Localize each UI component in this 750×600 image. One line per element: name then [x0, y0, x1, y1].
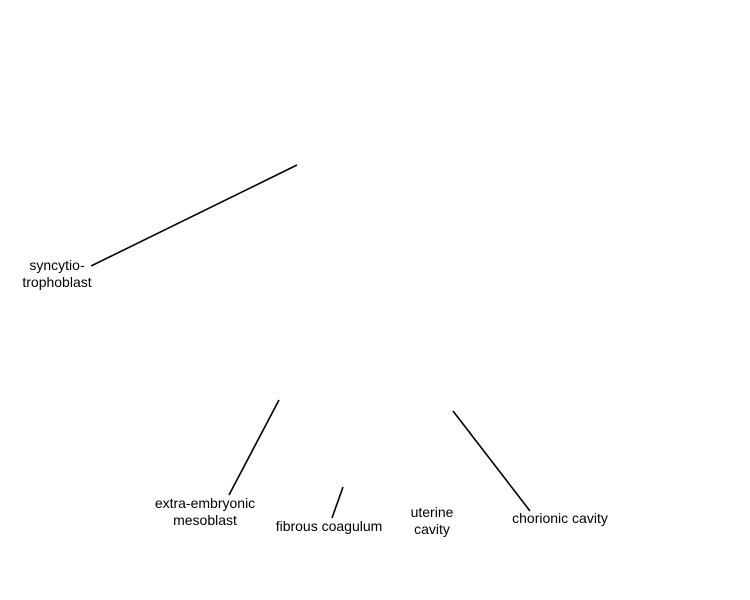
chorionic-cavity-leader-line — [452, 410, 531, 512]
fibrous-coagulum-leader-line — [331, 486, 344, 519]
uterine-cavity-label-line1: uterine — [410, 504, 454, 520]
chorionic-cavity-label: chorionic cavity — [504, 510, 616, 527]
syncytiotrophoblast-label-line2: trophoblast — [22, 274, 92, 290]
chorionic-cavity-label-text: chorionic cavity — [512, 510, 608, 526]
uterine-cavity-label: uterine cavity — [398, 504, 466, 538]
extra-embryonic-mesoblast-label-line2: mesoblast — [173, 512, 237, 528]
extra-embryonic-mesoblast-label-line1: extra-embryonic — [154, 495, 256, 511]
fibrous-coagulum-label: fibrous coagulum — [270, 518, 388, 535]
extra-embryonic-mesoblast-label: extra-embryonic mesoblast — [147, 495, 263, 529]
syncytiotrophoblast-label: syncytio- trophoblast — [14, 257, 100, 291]
syncytiotrophoblast-leader-line — [90, 164, 298, 267]
extra-embryonic-mesoblast-leader-line — [228, 399, 280, 496]
uterine-cavity-label-line2: cavity — [414, 521, 450, 537]
fibrous-coagulum-label-text: fibrous coagulum — [275, 518, 383, 534]
syncytiotrophoblast-label-line1: syncytio- — [29, 257, 85, 273]
